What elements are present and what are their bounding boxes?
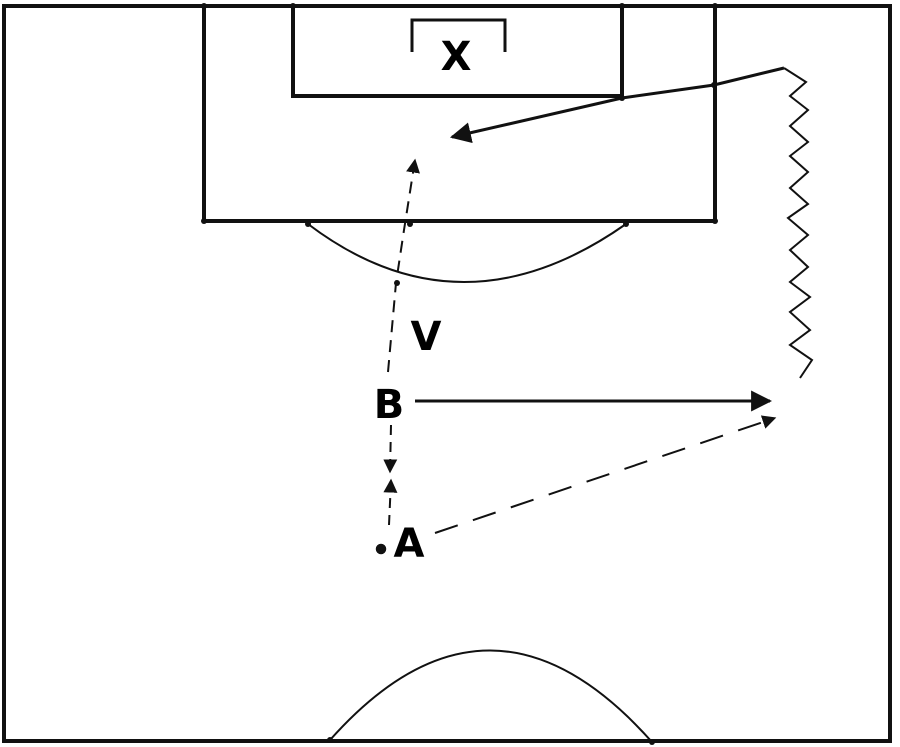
goalkeeper-label: X [441, 34, 472, 80]
run-b-into-box-arrow [387, 158, 420, 373]
goal [410, 18, 507, 52]
goal-area [291, 6, 624, 98]
run-a-to-b-arrow [383, 478, 398, 526]
player-a-label: A [394, 521, 425, 567]
pass-b-to-a-arrow [383, 424, 398, 474]
center-circle-arc [329, 649, 653, 743]
penalty-area [202, 6, 717, 223]
pitch-boundary [2, 4, 892, 743]
pass-a-to-wing-arrow [434, 415, 777, 534]
penalty-arc [307, 223, 627, 283]
dribble-up-wing-zigzag [783, 67, 814, 379]
player-b-label: B [374, 382, 405, 428]
ball-icon [374, 542, 388, 556]
point-v-label: V [411, 314, 442, 360]
line-junction-dots [201, 3, 718, 745]
cross-into-box-arrow [449, 66, 785, 144]
